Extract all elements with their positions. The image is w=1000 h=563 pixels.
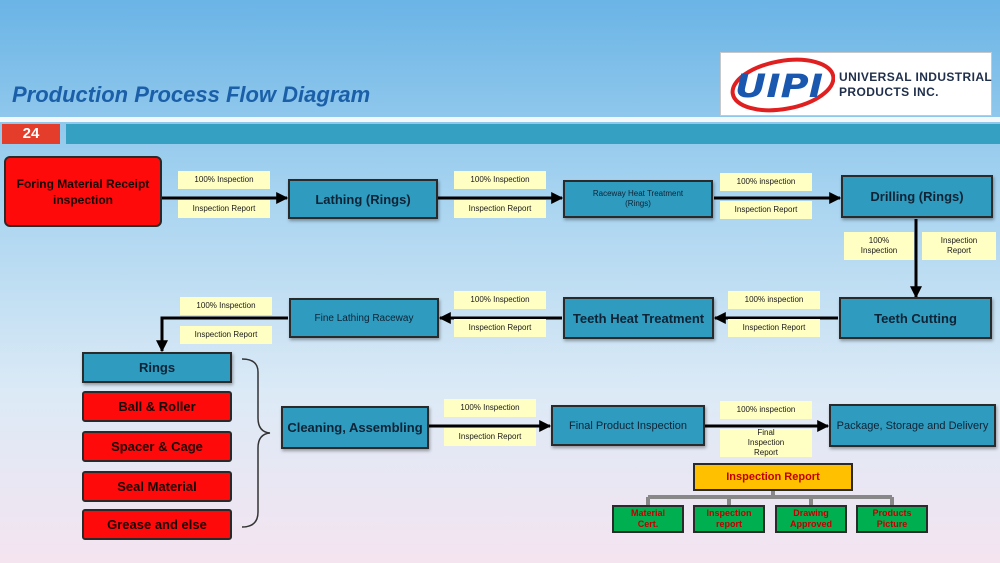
report-child-drawing-approved: Drawing Approved bbox=[775, 505, 847, 533]
note-inspection-report-6: Inspection Report bbox=[454, 319, 546, 337]
report-child-products-picture: Products Picture bbox=[856, 505, 928, 533]
note-inspection-report-2: Inspection Report bbox=[454, 200, 546, 218]
note-100-inspection-6: 100% Inspection bbox=[454, 291, 546, 309]
rings-box: Rings bbox=[82, 352, 232, 383]
lathing-rings-box: Lathing (Rings) bbox=[288, 179, 438, 219]
spacer-cage-box: Spacer & Cage bbox=[82, 431, 232, 462]
company-logo: UIPI UNIVERSAL INDUSTRIAL PRODUCTS INC. bbox=[720, 52, 992, 116]
note-100-inspection-3: 100% inspection bbox=[720, 173, 812, 191]
note-100-inspection-8: 100% Inspection bbox=[444, 399, 536, 417]
teeth-cutting-box: Teeth Cutting bbox=[839, 297, 992, 339]
company-name-line2: PRODUCTS INC. bbox=[839, 85, 939, 99]
header-bar bbox=[66, 124, 1000, 144]
drilling-rings-box: Drilling (Rings) bbox=[841, 175, 993, 218]
teeth-heat-treatment-box: Teeth Heat Treatment bbox=[563, 297, 714, 339]
report-tree-lines bbox=[646, 491, 894, 505]
grease-box: Grease and else bbox=[82, 509, 232, 540]
logo-mark-text: UIPI bbox=[735, 67, 823, 105]
note-inspection-report-4: Inspection Report bbox=[922, 232, 996, 260]
seal-material-box: Seal Material bbox=[82, 471, 232, 502]
note-inspection-report-7: Inspection Report bbox=[180, 326, 272, 344]
report-child-inspection-report: Inspection report bbox=[693, 505, 765, 533]
fine-lathing-raceway-box: Fine Lathing Raceway bbox=[289, 298, 439, 338]
note-100-inspection-5: 100% inspection bbox=[728, 291, 820, 309]
company-name-line1: UNIVERSAL INDUSTRIAL bbox=[839, 70, 993, 84]
note-100-inspection-7: 100% Inspection bbox=[180, 297, 272, 315]
note-inspection-report-1: Inspection Report bbox=[178, 200, 270, 218]
inspection-report-root: Inspection Report bbox=[693, 463, 853, 491]
ball-roller-box: Ball & Roller bbox=[82, 391, 232, 422]
note-100-inspection-9: 100% inspection bbox=[720, 401, 812, 419]
note-100-inspection-4: 100% Inspection bbox=[844, 232, 914, 260]
note-100-inspection-1: 100% Inspection bbox=[178, 171, 270, 189]
raceway-heat-treatment-box: Raceway Heat Treatment (Rings) bbox=[563, 180, 713, 218]
arrow-fine-lathing-to-rings bbox=[156, 316, 288, 353]
company-name: UNIVERSAL INDUSTRIAL PRODUCTS INC. bbox=[839, 70, 992, 100]
note-100-inspection-2: 100% Inspection bbox=[454, 171, 546, 189]
note-final-inspection-report: Final Inspection Report bbox=[720, 428, 812, 457]
final-product-inspection-box: Final Product Inspection bbox=[551, 405, 705, 446]
note-inspection-report-5: Inspection Report bbox=[728, 319, 820, 337]
note-inspection-report-3: Inspection Report bbox=[720, 201, 812, 219]
slide-number: 24 bbox=[2, 124, 60, 144]
cleaning-assembling-box: Cleaning, Assembling bbox=[281, 406, 429, 449]
report-child-material-cert: Material Cert. bbox=[612, 505, 684, 533]
components-brace bbox=[241, 358, 271, 528]
forging-material-receipt-box: Foring Material Receipt inspection bbox=[4, 156, 162, 227]
page-title: Production Process Flow Diagram bbox=[12, 82, 371, 107]
uipi-logo-mark: UIPI bbox=[730, 57, 835, 113]
header-divider bbox=[0, 117, 1000, 122]
note-inspection-report-8: Inspection Report bbox=[444, 428, 536, 446]
package-storage-delivery-box: Package, Storage and Delivery bbox=[829, 404, 996, 447]
